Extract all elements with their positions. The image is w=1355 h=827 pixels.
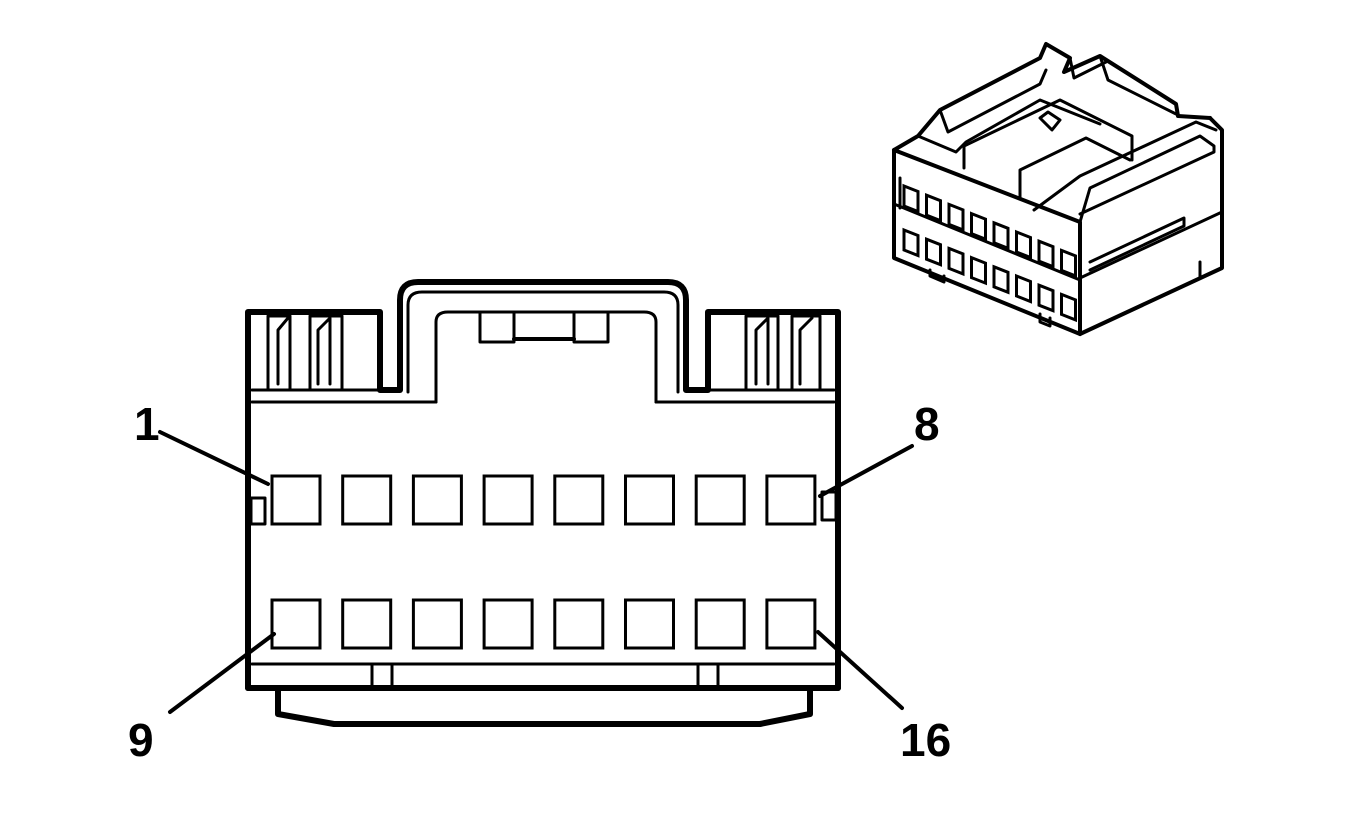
pin-cavity-6 <box>624 474 675 526</box>
pin-label-16: 16 <box>900 714 951 766</box>
leader-pin-8 <box>818 444 914 498</box>
connector-base <box>245 662 841 727</box>
pin-cavity-7 <box>694 474 746 526</box>
iso-pin-cavity-10 <box>925 236 942 267</box>
pin-cavity-12 <box>482 598 534 650</box>
left-side-detent <box>249 496 267 526</box>
pin-cavity-14 <box>624 598 675 650</box>
iso-pin-cavity-2 <box>925 192 942 223</box>
left-ribs <box>266 314 344 392</box>
iso-pin-cavity-3 <box>947 202 965 233</box>
iso-pin-cavity-1 <box>902 183 920 214</box>
pin-cavity-15 <box>694 598 746 650</box>
pin-cavity-3 <box>411 474 463 526</box>
pin-cavity-9 <box>270 598 322 650</box>
pin-cavity-2 <box>341 474 393 526</box>
iso-pin-cavity-8 <box>1060 248 1077 279</box>
iso-pin-cavity-7 <box>1037 238 1055 269</box>
iso-pin-cavity-9 <box>902 227 920 258</box>
leader-lines <box>158 430 914 714</box>
pin-label-8: 8 <box>914 398 940 450</box>
iso-pin-cavity-16 <box>1060 292 1077 323</box>
leader-pin-1 <box>158 430 270 486</box>
base-foot <box>275 685 813 727</box>
connector-front-view <box>245 279 841 727</box>
pin-cavity-4 <box>482 474 534 526</box>
iso-pin-cavity-13 <box>992 264 1010 295</box>
latch-left-block <box>478 310 516 344</box>
iso-pin-cavity-4 <box>970 211 987 242</box>
iso-pin-cavity-11 <box>947 246 965 277</box>
leader-pin-9 <box>168 632 276 714</box>
latch-right-block <box>572 310 610 344</box>
iso-pin-cavity-14 <box>1015 273 1032 304</box>
pin-cavity-11 <box>411 598 463 650</box>
connector-isometric-view <box>892 42 1224 336</box>
pin-cavities <box>270 474 817 650</box>
pin-cavity-1 <box>270 474 322 526</box>
pin-label-1: 1 <box>134 398 160 450</box>
right-side-detent <box>820 490 838 522</box>
iso-pin-cavity-15 <box>1037 282 1055 313</box>
iso-pin-cavity-5 <box>992 220 1010 251</box>
iso-pin-cavity-6 <box>1015 229 1032 260</box>
pin-cavity-10 <box>341 598 393 650</box>
pin-cavity-5 <box>553 474 605 526</box>
iso-pin-cavity-12 <box>970 255 987 286</box>
pin-label-9: 9 <box>128 714 154 766</box>
isometric-pin-cavities <box>902 183 1077 323</box>
latch-tab <box>406 290 680 394</box>
pin-cavity-8 <box>765 474 817 526</box>
latch-inner-recess <box>434 310 658 404</box>
connector-body-outline <box>245 279 841 643</box>
pin-cavity-16 <box>765 598 817 650</box>
pin-cavity-13 <box>553 598 605 650</box>
leader-pin-16 <box>816 630 904 710</box>
right-ribs <box>744 314 822 392</box>
